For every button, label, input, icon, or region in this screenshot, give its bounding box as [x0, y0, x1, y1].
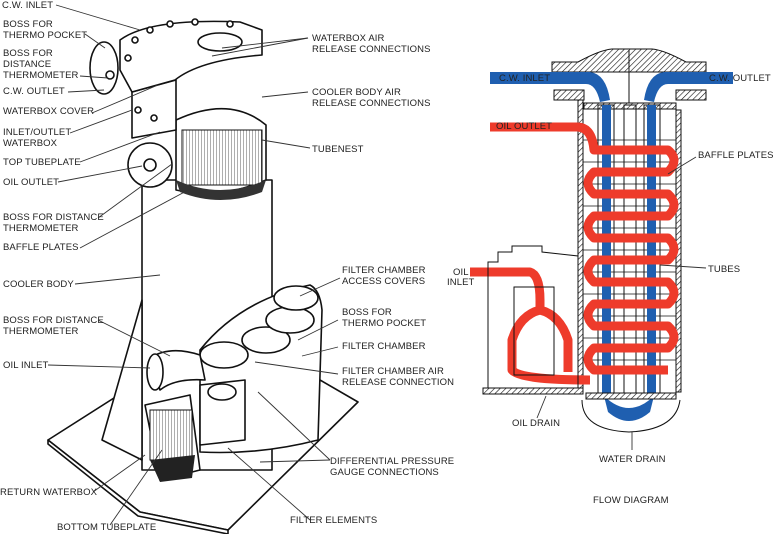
- label-line: THERMO POCKET: [3, 30, 88, 41]
- label-line: THERMOMETER: [3, 223, 79, 234]
- label-bottom-tubeplate: BOTTOM TUBEPLATE: [57, 522, 156, 533]
- label-line: WATERBOX AIR: [312, 33, 385, 44]
- label-line: WATERBOX: [3, 138, 58, 149]
- baffle-lines: [583, 139, 676, 361]
- label-line: BOSS FOR: [3, 19, 53, 30]
- label-oil-outlet: OIL OUTLET: [3, 177, 59, 188]
- cover-bolts: [124, 18, 234, 122]
- label-line: RELEASE CONNECTION: [342, 377, 455, 388]
- access-cover: [241, 326, 291, 354]
- label-line: OIL INLET: [3, 360, 49, 371]
- label-line: TOP TUBEPLATE: [3, 157, 81, 168]
- label-flow-baffle-plates: BAFFLE PLATES: [698, 150, 774, 161]
- label-line: DISTANCE: [3, 59, 52, 70]
- label-line: C.W. OUTLET: [3, 86, 65, 97]
- shell-wall-left: [577, 91, 584, 393]
- flow-diagram-title: FLOW DIAGRAM: [593, 495, 669, 506]
- label-line: BOSS FOR DISTANCE: [3, 315, 104, 326]
- label-line: INLET: [447, 277, 475, 288]
- label-top-tubeplate: TOP TUBEPLATE: [3, 157, 81, 168]
- label-oil-inlet: OIL INLET: [3, 360, 48, 371]
- label-cw-inlet: C.W. INLET: [2, 0, 53, 11]
- label-line: COOLER BODY AIR: [312, 87, 401, 98]
- label-line: TUBENEST: [312, 144, 364, 155]
- label-line: BOSS FOR: [342, 307, 392, 318]
- label-tubenest: TUBENEST: [312, 144, 363, 155]
- label-line: RETURN WATERBOX: [0, 487, 98, 498]
- label-filter-chamber: FILTER CHAMBER: [342, 341, 426, 352]
- label-flow-oil-drain: OIL DRAIN: [512, 418, 561, 429]
- access-cover: [265, 306, 315, 334]
- label-line: RELEASE CONNECTIONS: [312, 44, 431, 55]
- access-cover: [199, 341, 249, 369]
- label-line: C.W. INLET: [2, 0, 54, 11]
- label-line: BOSS FOR: [3, 48, 53, 59]
- label-return-waterbox: RETURN WATERBOX: [0, 487, 97, 498]
- label-cooler-body: COOLER BODY: [3, 279, 74, 290]
- label-flow-tubes: TUBES: [708, 264, 741, 275]
- label-line: RELEASE CONNECTIONS: [312, 98, 431, 109]
- label-line: FILTER CHAMBER: [342, 341, 426, 352]
- label-waterbox-cover: WATERBOX COVER: [3, 106, 94, 117]
- waterbox-cover: [119, 20, 263, 93]
- label-flow-water-drain: WATER DRAIN: [599, 454, 666, 465]
- label-cw-outlet: C.W. OUTLET: [3, 86, 65, 97]
- label-line: WATERBOX COVER: [3, 106, 95, 117]
- bottom-bowl: [581, 399, 681, 433]
- oil-flow: [470, 122, 679, 385]
- label-flow-cw-inlet: C.W. INLET: [499, 73, 551, 84]
- label-flow-oil-outlet: OIL OUTLET: [496, 121, 553, 132]
- water-flow: [490, 72, 733, 421]
- label-line: OIL: [453, 267, 469, 278]
- label-line: THERMOMETER: [3, 326, 79, 337]
- cutaway-illustration: [47, 18, 359, 534]
- label-line: FILTER CHAMBER AIR: [342, 366, 444, 377]
- label-baffle-plates: BAFFLE PLATES: [3, 242, 79, 253]
- label-line: DIFFERENTIAL PRESSURE: [330, 456, 455, 467]
- label-line: COOLER BODY: [3, 279, 74, 290]
- label-line: BAFFLE PLATES: [3, 242, 79, 253]
- label-line: THERMO POCKET: [342, 318, 427, 329]
- cw-flange: [89, 41, 119, 95]
- label-flow-cw-outlet: C.W. OUTLET: [709, 73, 771, 84]
- flow-diagram: [470, 48, 733, 433]
- label-line: OIL OUTLET: [3, 177, 60, 188]
- access-cover: [273, 285, 319, 311]
- label-line: FILTER CHAMBER: [342, 265, 426, 276]
- label-line: INLET/OUTLET: [3, 127, 72, 138]
- label-line: FILTER ELEMENTS: [290, 515, 378, 526]
- oil-inlet-pipe: [149, 349, 206, 391]
- label-filter-elements: FILTER ELEMENTS: [290, 515, 377, 526]
- cutaway-leader-lines: [47, 4, 341, 526]
- label-line: GAUGE CONNECTIONS: [330, 467, 439, 478]
- flow-leader-lines: [536, 156, 707, 450]
- label-line: BOTTOM TUBEPLATE: [57, 522, 157, 533]
- label-line: THERMOMETER: [3, 70, 79, 81]
- label-line: BOSS FOR DISTANCE: [3, 212, 104, 223]
- label-line: ACCESS COVERS: [342, 276, 426, 287]
